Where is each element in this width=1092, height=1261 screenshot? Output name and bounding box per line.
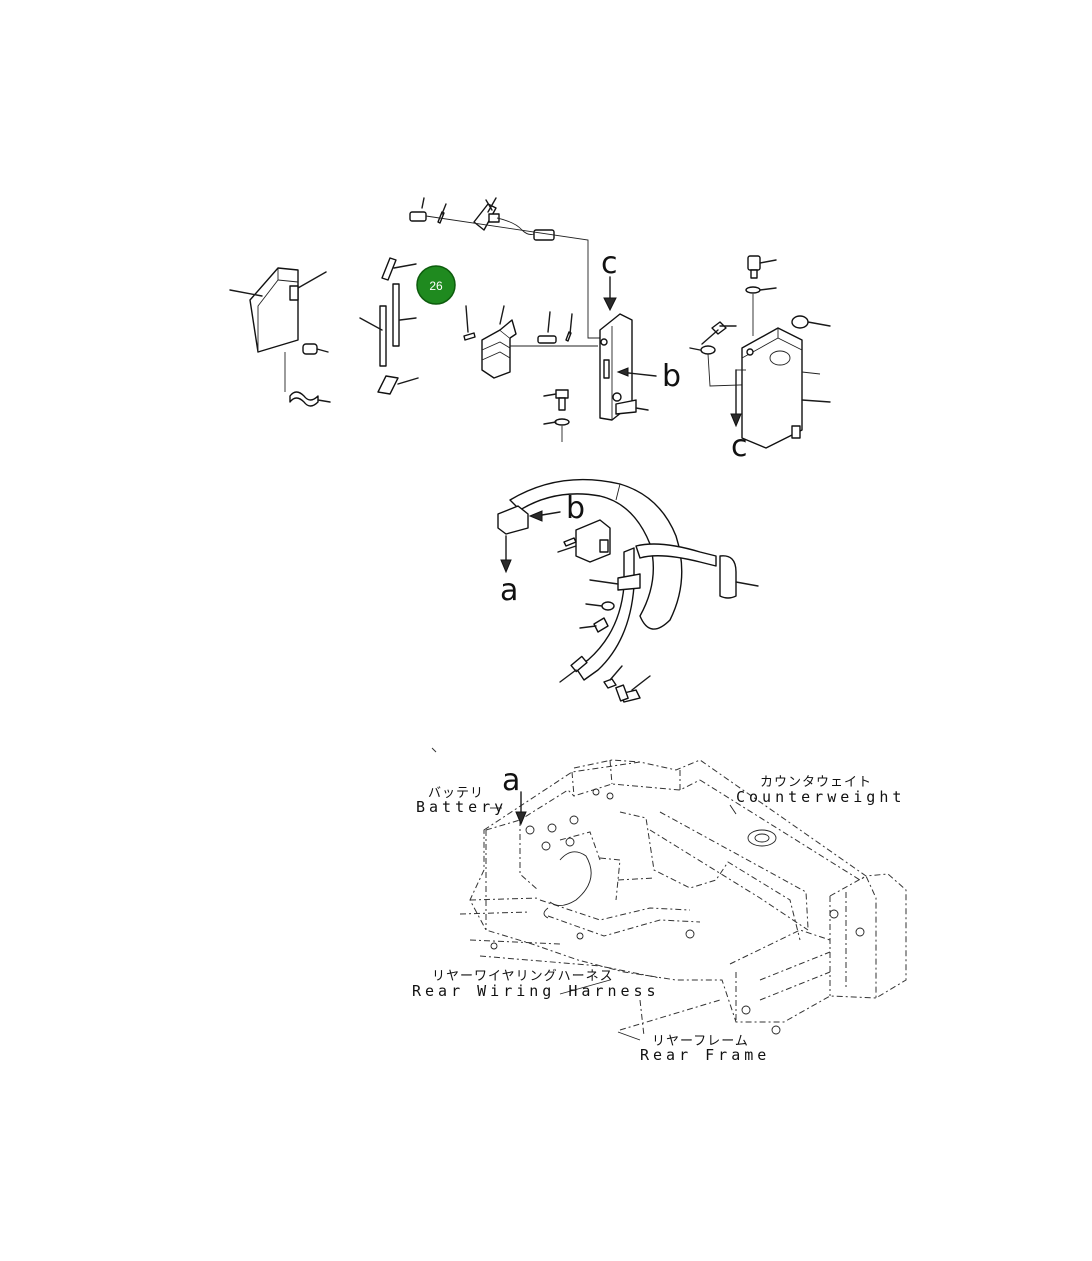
- battery-label-en: Battery: [416, 798, 507, 816]
- right-cover-part: c: [689, 255, 831, 464]
- plate-bolts: [543, 389, 570, 442]
- frame-label-jp: リヤーフレーム: [652, 1034, 749, 1049]
- left-cover-part: [229, 267, 331, 407]
- harness-label-jp: リヤーワイヤリングハーネス: [432, 969, 614, 984]
- pin-spring-part: [537, 311, 573, 344]
- battery-label-jp: バッテリ: [428, 786, 484, 801]
- ref-b-top: b: [662, 359, 681, 394]
- ref-c-top: c: [601, 246, 618, 281]
- switch-block-part: [463, 305, 598, 379]
- strips-part: [359, 257, 419, 395]
- ref-a-bottom: a: [502, 763, 520, 798]
- battery-cable-assembly: a b: [497, 478, 759, 703]
- harness-label-en: Rear Wiring Harness: [412, 982, 660, 1000]
- top-fasteners: [409, 197, 602, 339]
- counterweight-label-jp: カウンタウェイト: [760, 775, 872, 790]
- mounting-plate-part: c b: [599, 246, 681, 421]
- hotspot-26-marker[interactable]: 26: [416, 265, 456, 305]
- rear-frame-drawing: [431, 747, 907, 1041]
- ref-b-middle: b: [566, 491, 585, 526]
- counterweight-label-en: Counterweight: [736, 788, 905, 806]
- ref-c-right: c: [731, 429, 748, 464]
- bottom-captions: a バッテリ Battery カウンタウェイト Counterweight リヤ…: [412, 763, 905, 1064]
- ref-a-middle: a: [500, 573, 518, 608]
- frame-label-en: Rear Frame: [640, 1046, 770, 1064]
- hotspot-label: 26: [429, 279, 443, 293]
